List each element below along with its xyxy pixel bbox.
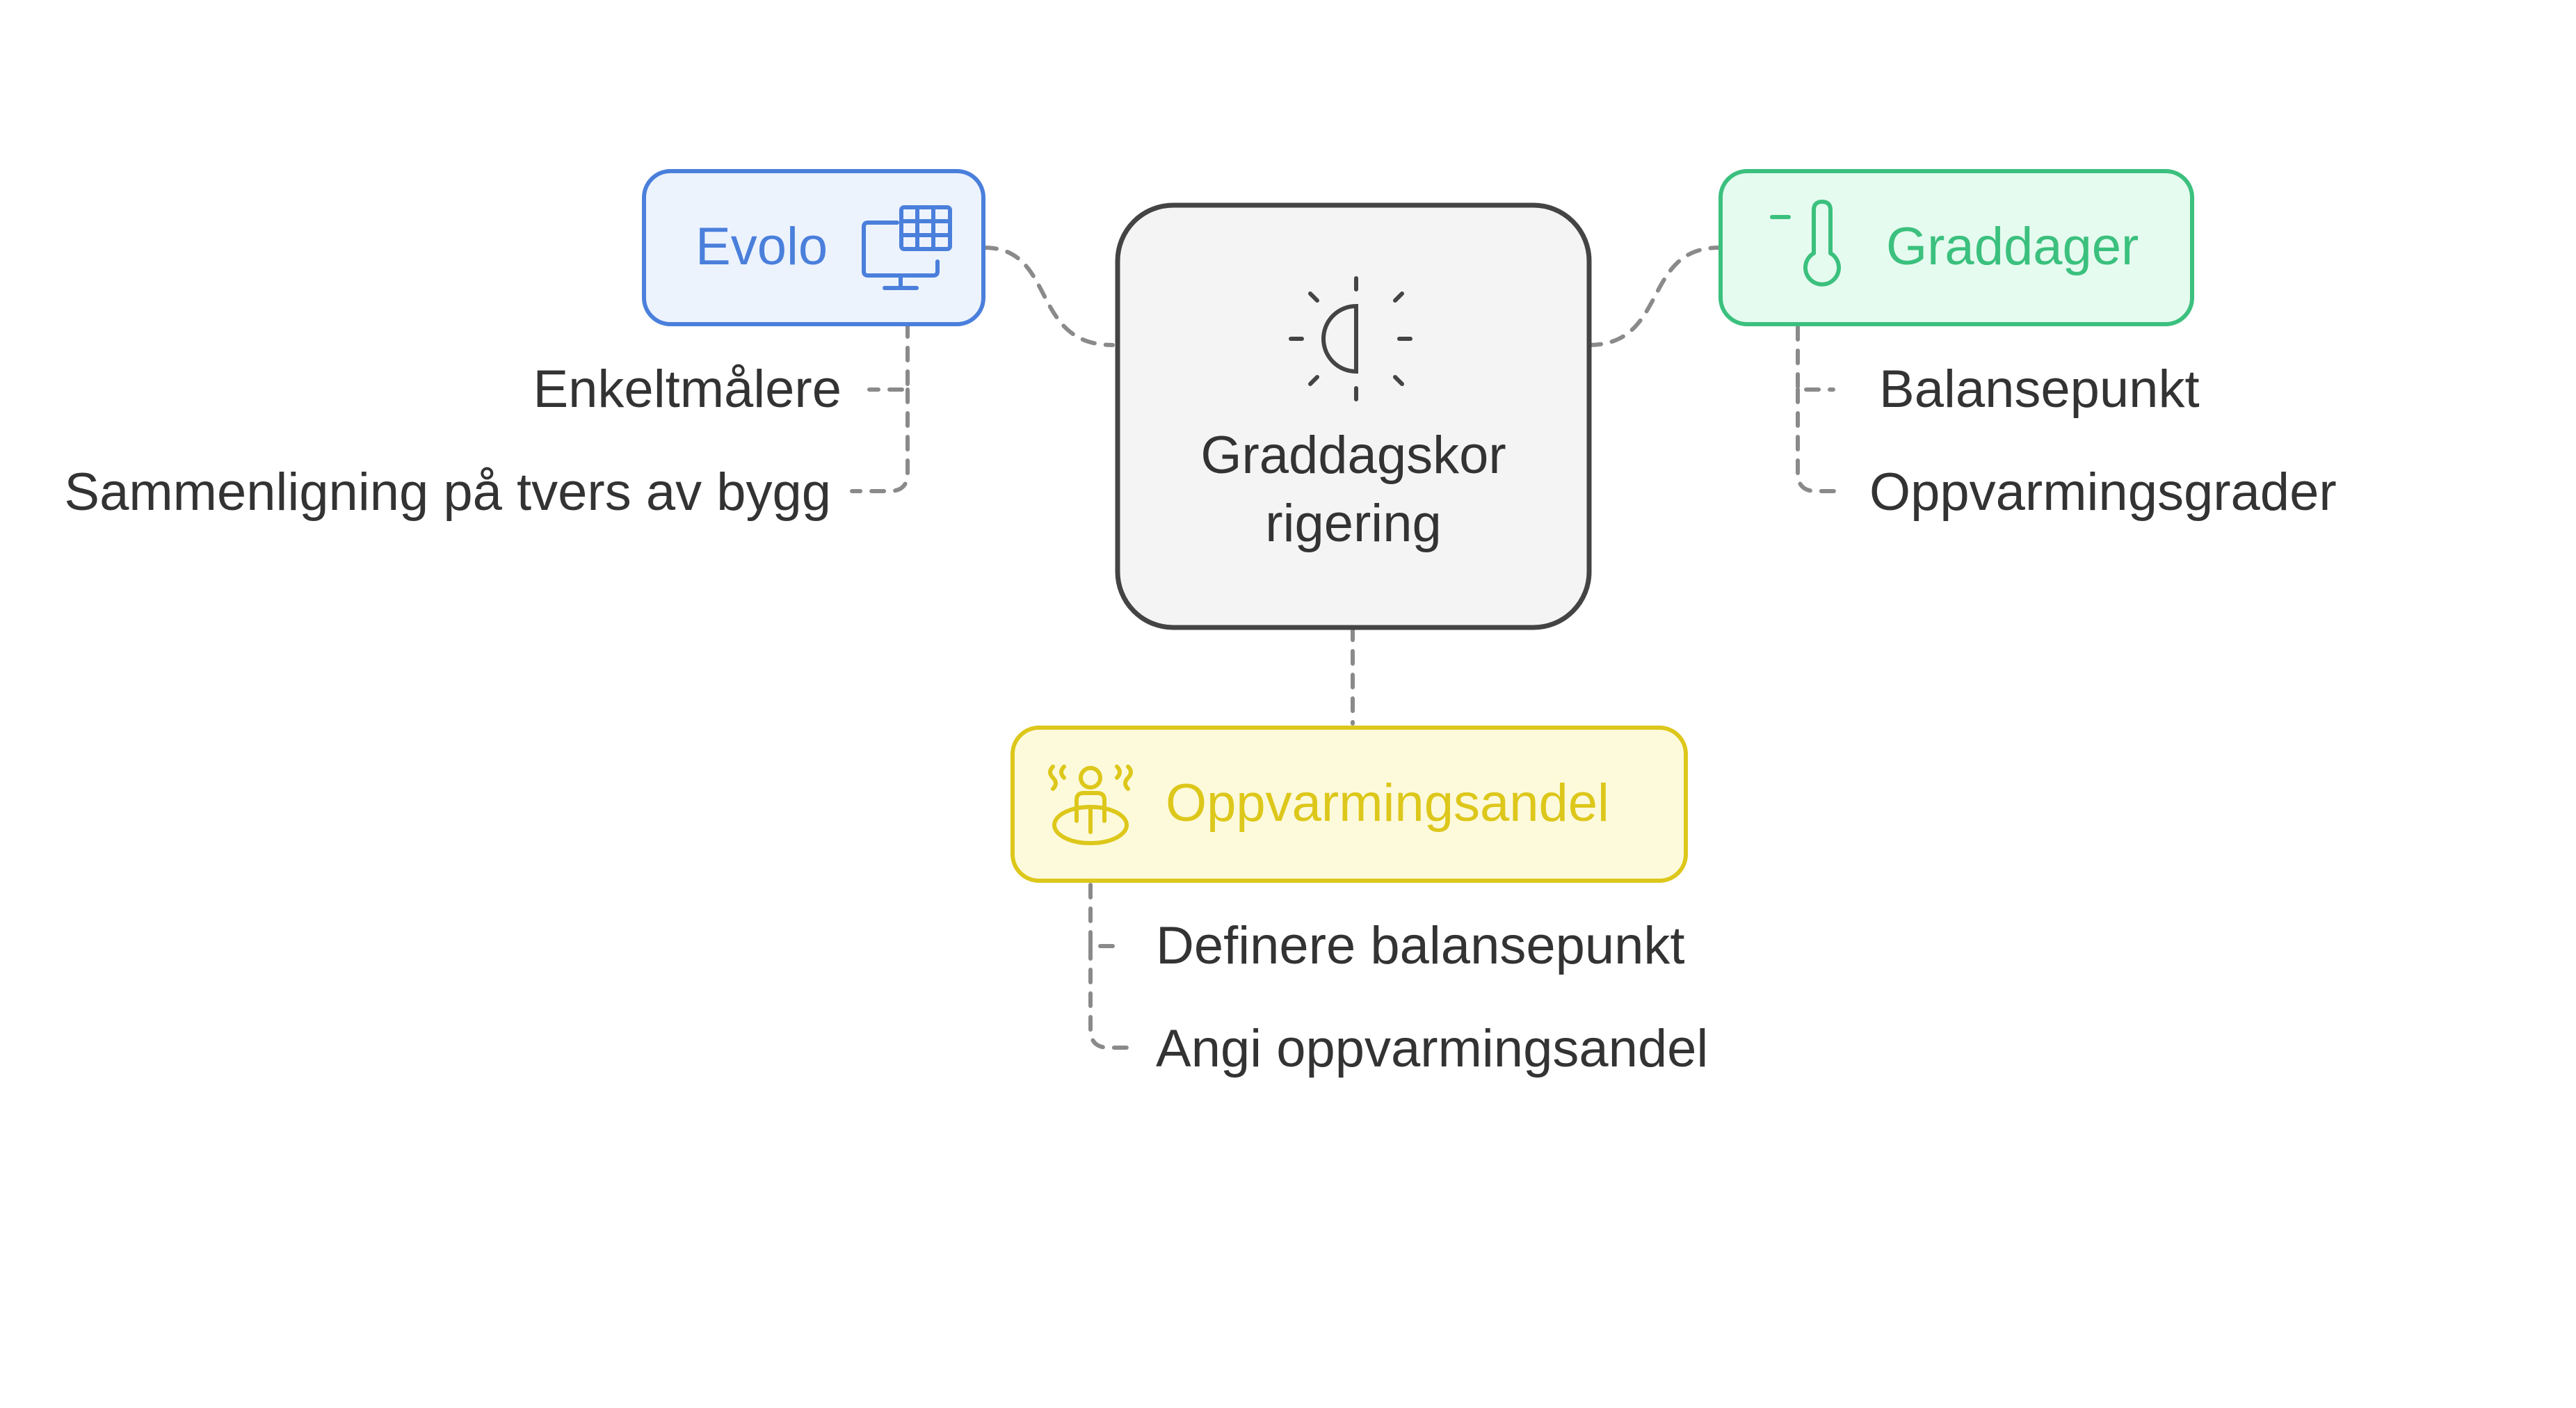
graddager-node-box [1718, 169, 2194, 326]
evolo-child-enkeltmalere: Enkeltmålere [533, 360, 842, 419]
graddager-label: Graddager [1886, 217, 2139, 276]
connector-evolo-center [982, 246, 1115, 347]
evolo-label: Evolo [695, 217, 828, 276]
connector-oppvarmingsandel-child-2 [1088, 944, 1136, 1050]
thermometer-icon [1770, 200, 1841, 287]
graddager-child-balansepunkt: Balansepunkt [1879, 360, 2200, 419]
monitor-table-icon [862, 205, 952, 290]
evolo-child-sammenligning: Sammenligning på tvers av bygg [64, 463, 831, 522]
connector-center-graddager [1586, 246, 1721, 347]
connector-evolo-child-2 [850, 387, 910, 493]
oppvarmingsandel-label: Oppvarmingsandel [1166, 774, 1609, 833]
half-sun-icon [1289, 276, 1412, 401]
graddager-node[interactable]: Graddager [1718, 169, 2194, 326]
connector-graddager-child-1 [1796, 301, 1835, 392]
center-node[interactable]: Graddagskor rigering [1115, 202, 1592, 630]
oppvarmingsandel-node[interactable]: Oppvarmingsandel [1011, 726, 1688, 883]
connector-evolo-child-1 [867, 322, 910, 392]
connectors [850, 246, 1846, 1050]
evolo-node[interactable]: Evolo [642, 169, 985, 326]
oppvarmingsandel-node-box [1011, 726, 1688, 883]
center-node-box [1115, 202, 1592, 630]
connector-graddager-child-2 [1796, 387, 1846, 493]
oppvarmingsandel-child-angi: Angi oppvarmingsandel [1156, 1019, 1708, 1078]
graddager-child-oppvarmingsgrader: Oppvarmingsgrader [1869, 463, 2337, 522]
center-title-line-1: Graddagskor [1200, 426, 1506, 485]
center-title-line-2: rigering [1265, 494, 1441, 553]
person-heat-icon [1048, 765, 1133, 845]
oppvarmingsandel-child-definere: Definere balansepunkt [1156, 916, 1685, 975]
